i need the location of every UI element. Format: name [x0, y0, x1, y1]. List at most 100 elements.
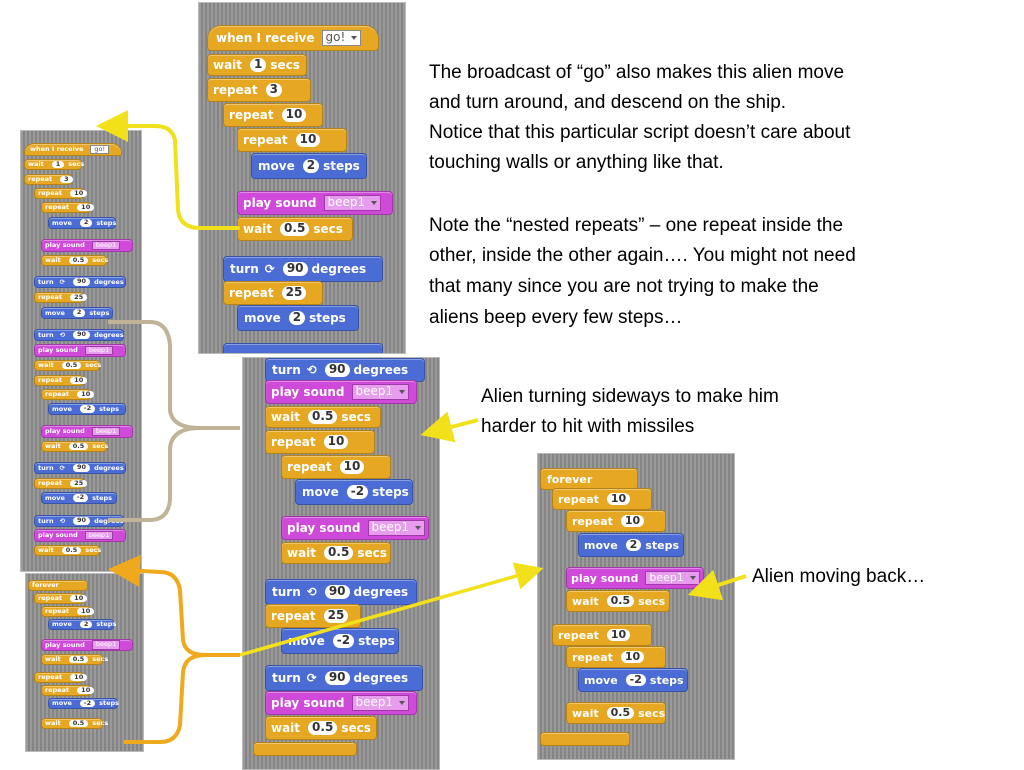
sound-dropdown[interactable]: beep1 [351, 695, 410, 711]
paragraph-nested-line2: other, inside the other again…. You migh… [429, 245, 856, 266]
paragraph-broadcast-line2: and turn around, and descend on the ship… [429, 92, 787, 113]
paragraph-broadcast-line4: touching walls or anything like that. [429, 152, 724, 173]
forever-block[interactable]: forever [28, 580, 88, 591]
turn-left-icon: ⟲ [306, 363, 317, 377]
turn-right-icon: ⟳ [264, 262, 275, 276]
yellow-pointer-arrow [420, 411, 479, 443]
chevron-down-icon [415, 525, 422, 530]
paragraph-nested-line4: aliens beep every few steps… [429, 307, 683, 328]
message-dropdown[interactable]: go! [321, 30, 362, 46]
caption-sideways-line1: Alien turning sideways to make him [481, 386, 779, 407]
paragraph-broadcast-line3: Notice that this particular script doesn… [429, 122, 851, 143]
caption-sideways-line2: harder to hit with missiles [481, 416, 695, 437]
script-end-cap [540, 732, 630, 746]
chevron-down-icon [689, 575, 696, 580]
sound-dropdown[interactable]: beep1 [323, 195, 382, 211]
chevron-down-icon [399, 389, 406, 394]
sound-dropdown[interactable]: beep1 [367, 520, 426, 536]
turn-left-icon: ⟲ [306, 585, 317, 599]
turn-right-icon: ⟳ [306, 671, 317, 685]
sound-dropdown[interactable]: beep1 [351, 384, 410, 400]
sound-dropdown[interactable]: beep1 [645, 570, 700, 586]
chevron-down-icon [399, 700, 406, 705]
turn-right-icon: ⟳ [59, 463, 66, 472]
script-end-cap [253, 742, 357, 756]
turn-block-partial[interactable] [223, 343, 383, 353]
turn-right-icon: ⟳ [59, 277, 66, 286]
forever-block[interactable]: forever [540, 468, 638, 490]
